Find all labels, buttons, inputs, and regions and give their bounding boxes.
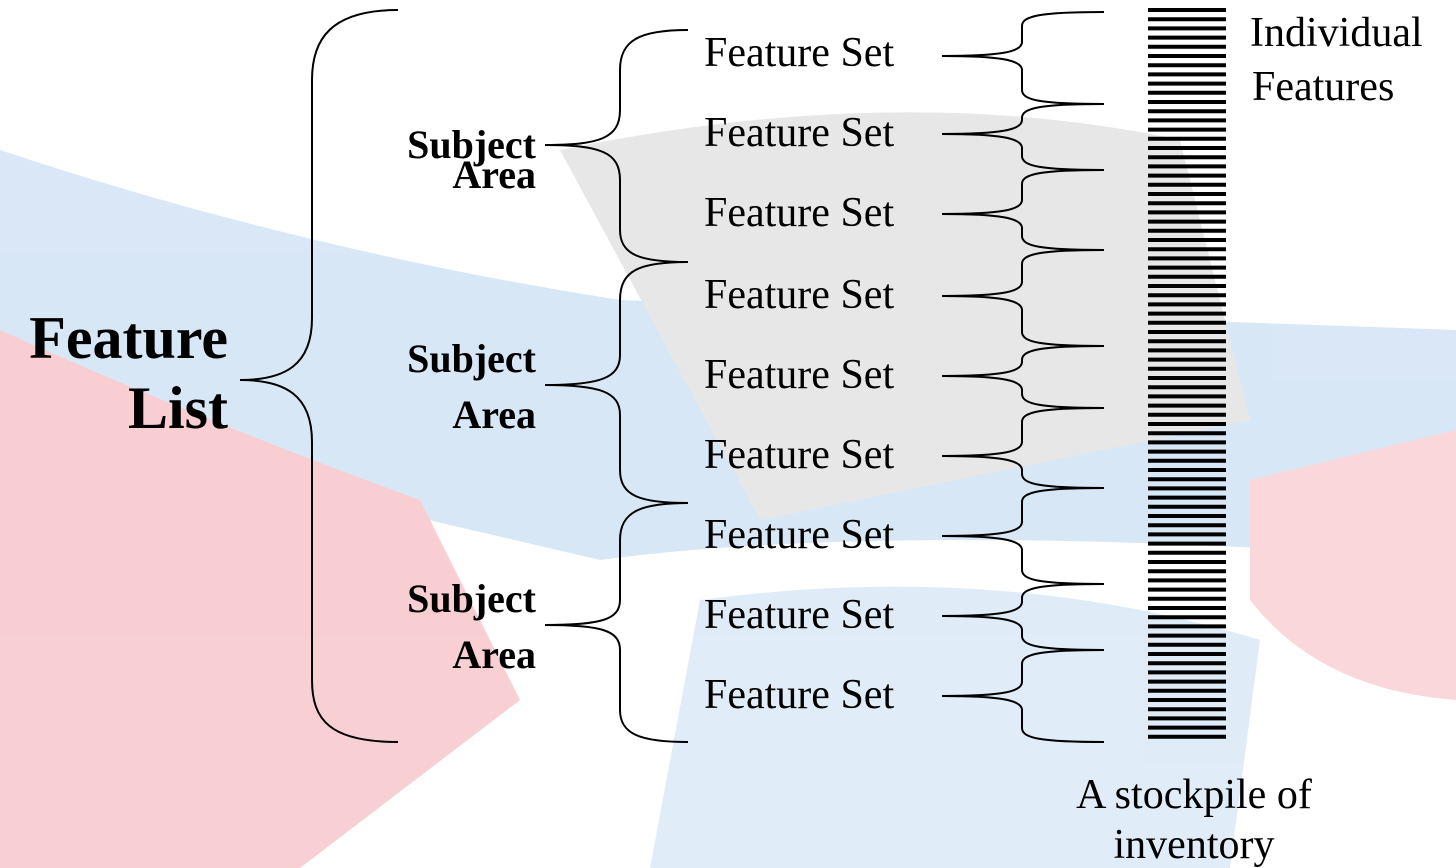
feature-set-brace-1 xyxy=(941,11,1105,105)
individual-features-line1: Individual xyxy=(1250,10,1423,56)
bg-grey-shape xyxy=(560,112,1250,521)
feature-list-label-line2: List xyxy=(128,375,228,441)
feature-set-label-5: Feature Set xyxy=(704,352,894,398)
individual-feature-stack xyxy=(1148,8,1226,739)
feature-set-brace-5 xyxy=(941,345,1105,409)
individual-features-line2: Features xyxy=(1252,64,1394,110)
feature-set-label-3: Feature Set xyxy=(704,190,894,236)
subject-area-2-line1: Subject xyxy=(407,336,537,381)
feature-set-label-2: Feature Set xyxy=(704,110,894,156)
feature-set-label-8: Feature Set xyxy=(704,592,894,638)
feature-set-brace-7 xyxy=(941,487,1105,585)
subject-area-3-line2: Area xyxy=(452,632,536,677)
feature-set-brace-2 xyxy=(941,103,1105,171)
subject-area-1-line2: Area xyxy=(452,152,536,197)
feature-set-brace-8 xyxy=(941,583,1105,651)
feature-set-label-7: Feature Set xyxy=(704,512,894,558)
feature-set-label-6: Feature Set xyxy=(704,432,894,478)
subject-area-3-line1: Subject xyxy=(407,576,537,621)
feature-list-label-line1: Feature xyxy=(29,305,228,371)
stockpile-caption-line1: A stockpile of xyxy=(1076,772,1312,818)
bg-blue-lower xyxy=(650,586,1260,868)
bg-red-pie xyxy=(1250,430,1456,700)
feature-set-label-4: Feature Set xyxy=(704,272,894,318)
feature-set-label-9: Feature Set xyxy=(704,672,894,718)
feature-set-label-1: Feature Set xyxy=(704,30,894,76)
feature-set-brace-4 xyxy=(941,249,1105,347)
subject-area-3-brace xyxy=(544,502,689,743)
stockpile-caption-line2: inventory xyxy=(1114,822,1275,868)
subject-area-2-line2: Area xyxy=(452,392,536,437)
feature-set-brace-9 xyxy=(941,649,1105,743)
feature-set-brace-3 xyxy=(941,169,1105,251)
feature-set-brace-6 xyxy=(941,407,1105,489)
feature-list-brace xyxy=(239,9,399,743)
feature-set-braces xyxy=(941,11,1105,743)
subject-area-1-line1: Subject xyxy=(407,122,537,167)
bg-red-shape xyxy=(0,330,520,868)
subject-area-1-brace xyxy=(544,29,689,263)
subject-area-2-brace xyxy=(544,261,689,504)
